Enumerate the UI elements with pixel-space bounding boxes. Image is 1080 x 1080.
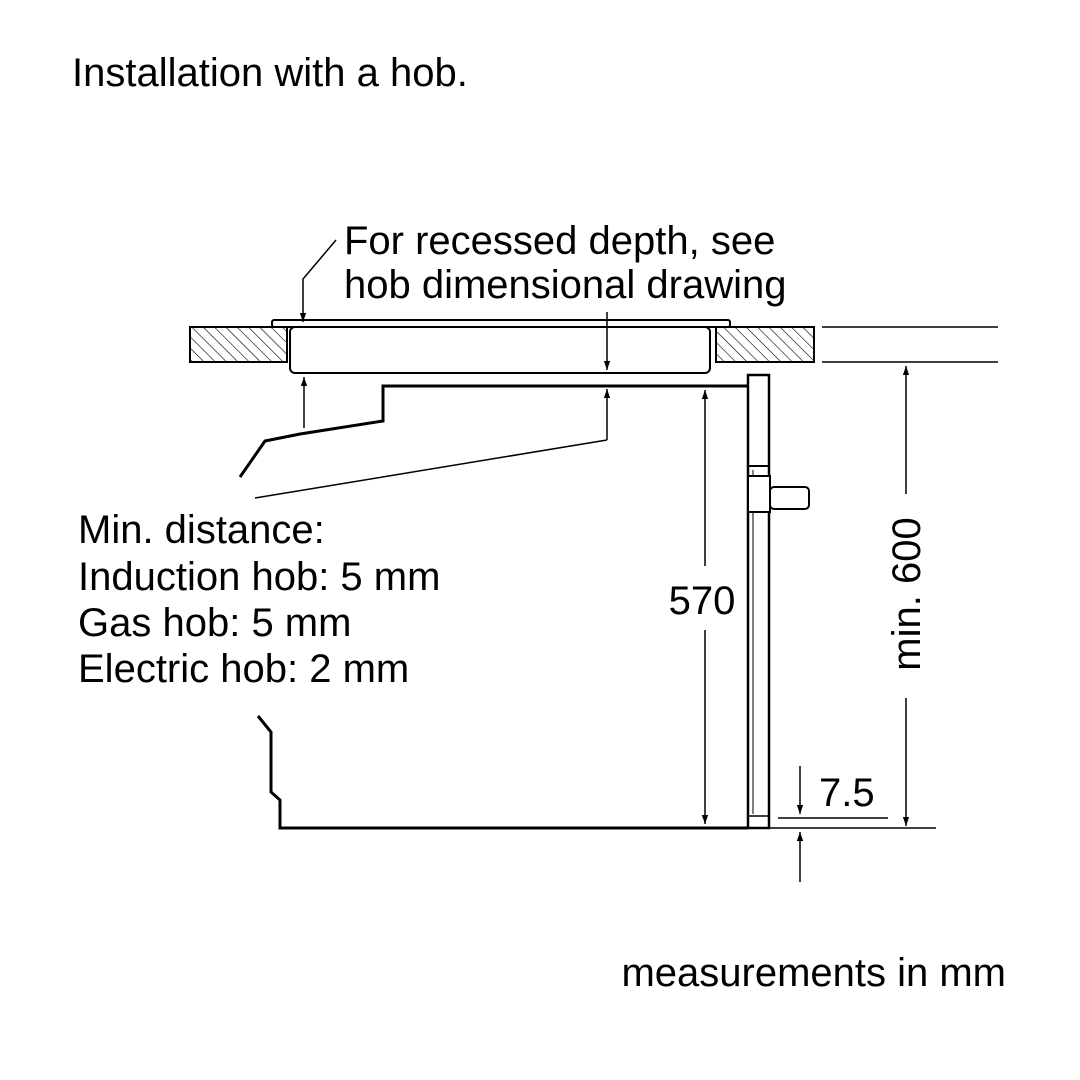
niche-height-label: min. 600 bbox=[885, 517, 929, 670]
oven-bottom-outline bbox=[256, 715, 748, 830]
page-title: Installation with a hob. bbox=[72, 51, 468, 95]
worktop-left bbox=[189, 326, 288, 363]
min-distance-leader bbox=[254, 439, 608, 499]
min-distance-electric: Electric hob: 2 mm bbox=[78, 647, 409, 691]
oven-height-label: 570 bbox=[669, 579, 736, 623]
units-note: measurements in mm bbox=[621, 951, 1006, 995]
offset-label: 7.5 bbox=[819, 771, 875, 815]
worktop-right bbox=[715, 326, 815, 363]
hob-top-plate bbox=[271, 319, 731, 328]
min-distance-gas: Gas hob: 5 mm bbox=[78, 601, 351, 645]
recess-callout-leader bbox=[299, 239, 337, 322]
recess-callout-line1: For recessed depth, see bbox=[344, 219, 775, 263]
control-knob bbox=[769, 486, 810, 510]
min-distance-heading: Min. distance: bbox=[78, 508, 325, 552]
oven-door bbox=[746, 373, 771, 830]
recess-callout-line2: hob dimensional drawing bbox=[344, 263, 787, 307]
min-distance-induction: Induction hob: 5 mm bbox=[78, 555, 440, 599]
control-panel bbox=[747, 475, 771, 513]
hob-body bbox=[289, 326, 711, 374]
oven-top-outline bbox=[238, 384, 748, 478]
